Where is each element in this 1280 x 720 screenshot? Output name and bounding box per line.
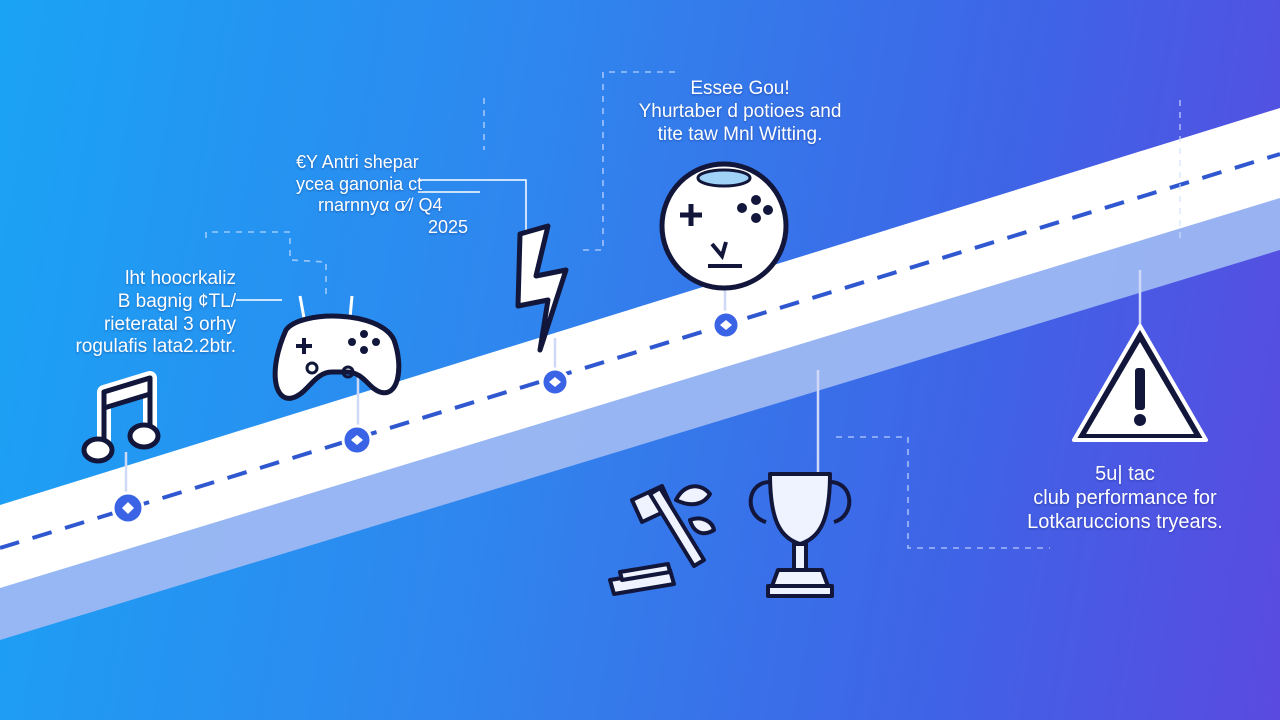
caption-hoo: lht hoocrkaliz B bagnig ¢TL/ rieteratal … [40,268,236,359]
markers [111,310,741,525]
gamepad-icon [272,295,402,401]
road [0,108,1280,588]
caption-line: lht hoocrkaliz [125,268,236,289]
caption-line: €Y Antri shepar [296,152,419,172]
gamepad-round-icon [659,161,789,291]
lightning-bolt-icon [515,223,569,353]
caption-essee: Essee Gou! Yhurtaber d potioes and tite … [600,78,880,146]
gavel-icon [608,484,716,596]
caption-line: B bagnig ¢TL/ [117,290,236,312]
caption-line: Essee Gou! [690,78,790,99]
caption-line: 5u| tac [1095,463,1155,485]
caption-line: rnarnnyα σ⁄/ Q4 [318,195,443,216]
road-center-dashes [0,152,1280,550]
guide-lines [205,71,1181,549]
caption-line: ycea ganonia ct [296,173,423,194]
music-note-icon [81,371,161,464]
warning-icon [1072,324,1208,442]
caption-line: rogulafis lata2.2btr. [75,336,236,358]
caption-line: 2025 [428,216,469,237]
trophy-icon [748,472,852,598]
caption-line: rieteratal 3 orhy [103,313,236,335]
caption-line: Lotkaruccions tryears. [1027,511,1223,533]
caption-line: club performance for [1033,487,1217,509]
leaders [236,179,527,301]
road-shadow [0,190,1280,640]
caption-anti: €Y Antri shepar ycea ganonia ct rnarnnyα… [296,152,468,238]
caption-line: Yhurtaber d potioes and [638,100,842,122]
caption-club: 5u| tac club performance for Lotkaruccio… [1010,462,1240,534]
caption-line: tite taw Mnl Witting. [657,123,823,145]
